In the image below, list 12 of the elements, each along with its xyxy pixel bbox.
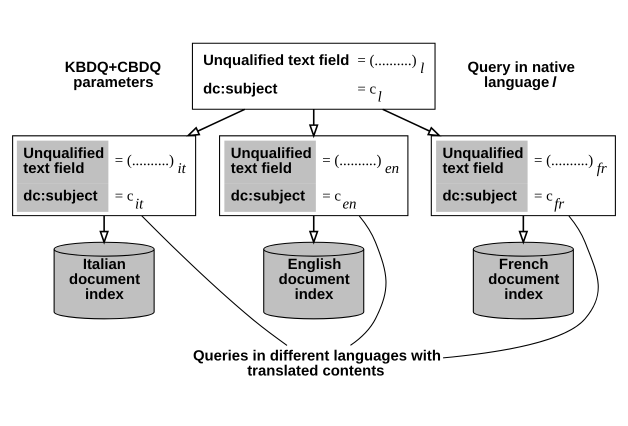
arrow xyxy=(308,215,319,244)
label: KBDQ+CBDQ parameters xyxy=(64,60,162,91)
connector xyxy=(443,215,599,358)
node-text: Queries in different languages with translated contents xyxy=(192,348,441,379)
label: Query in native language l xyxy=(467,60,575,91)
arrow xyxy=(99,215,109,244)
connector xyxy=(350,215,386,346)
connector xyxy=(141,214,288,346)
arrow xyxy=(382,108,442,136)
arrow xyxy=(186,108,246,136)
arrow xyxy=(308,108,319,138)
arrow xyxy=(518,215,528,244)
